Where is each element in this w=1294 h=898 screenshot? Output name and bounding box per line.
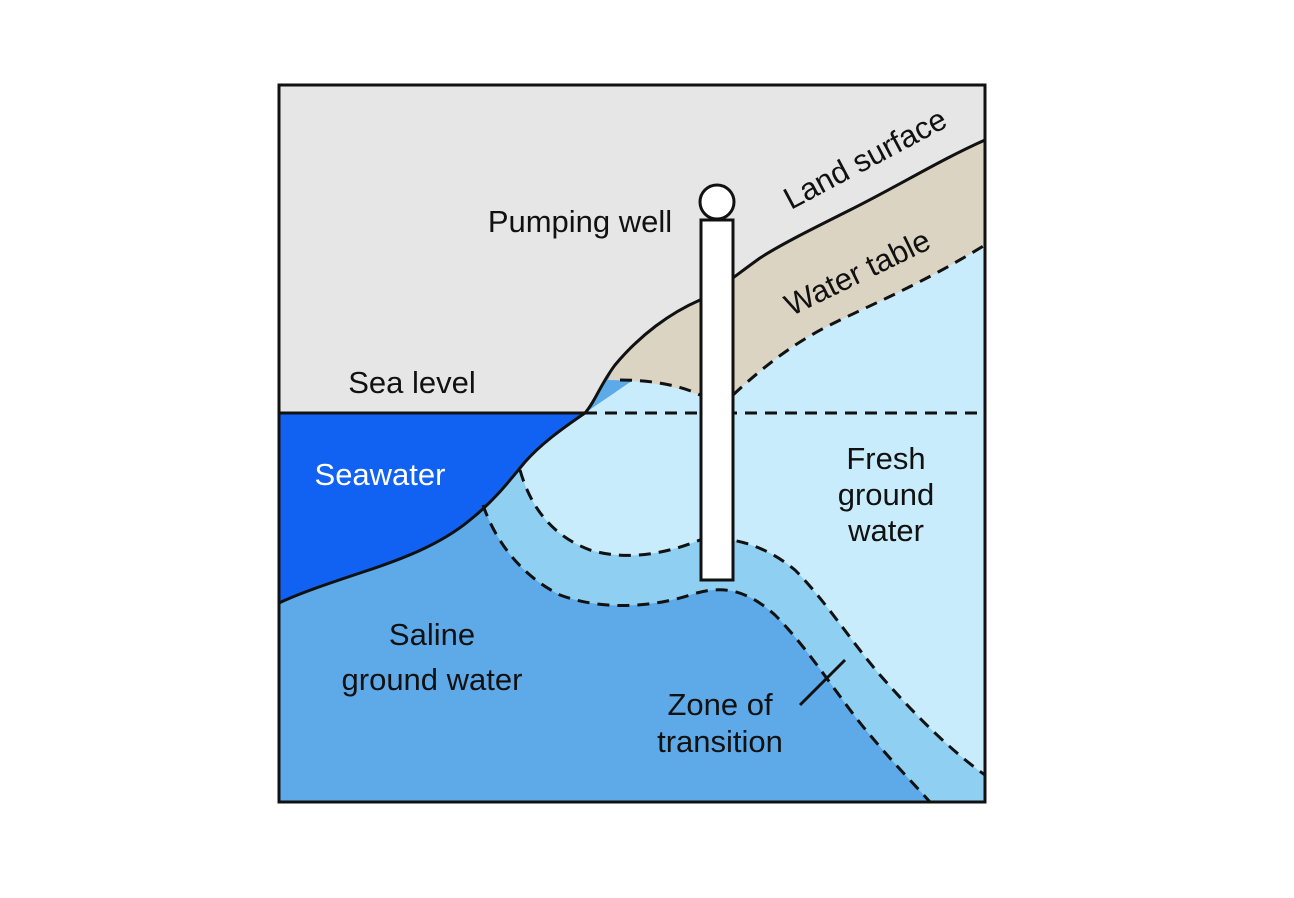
label-saline-1: Saline: [389, 617, 475, 652]
frame: [277, 83, 987, 804]
label-fresh-3: water: [847, 513, 924, 548]
label-fresh-1: Fresh: [846, 441, 925, 476]
seawater-region: [279, 413, 585, 603]
label-fresh-2: ground: [838, 477, 935, 512]
air-region: [279, 85, 985, 413]
land-surface-line: [278, 138, 986, 605]
label-saline-2: ground water: [342, 662, 523, 697]
label-pumping-well: Pumping well: [488, 204, 672, 239]
transition-lower-boundary: [481, 504, 932, 803]
pumping-well-casing: [699, 218, 735, 582]
label-sea-level: Sea level: [348, 365, 476, 400]
label-zone-2: transition: [657, 724, 783, 759]
label-seawater: Seawater: [315, 457, 446, 492]
zone-pointer-line: [798, 658, 847, 707]
water-table-line: [619, 243, 986, 397]
transition-upper-boundary: [518, 469, 986, 777]
pumping-well-head: [698, 183, 736, 221]
label-zone-1: Zone of: [667, 687, 773, 722]
